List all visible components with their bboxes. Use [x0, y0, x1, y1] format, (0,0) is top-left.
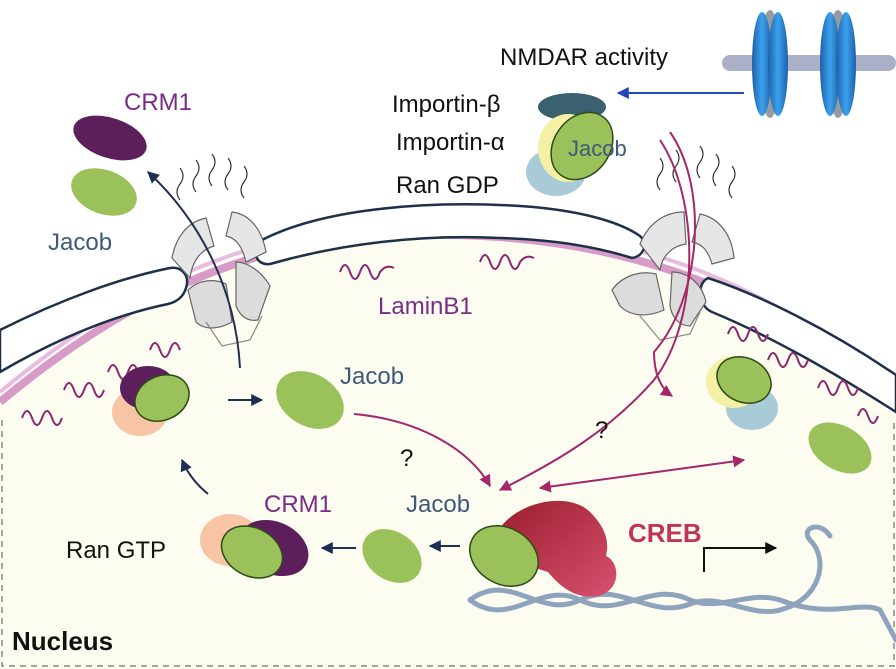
- jacob-to-creb-arrow: [353, 413, 491, 488]
- jacob-free-label: Jacob: [340, 363, 404, 390]
- jacob-import-protein: [550, 111, 614, 181]
- jacob-free-protein: [276, 371, 344, 429]
- export-arrow: [147, 171, 241, 369]
- importin-beta-label: Importin-β: [392, 91, 501, 118]
- nmdar-receptors: [722, 10, 896, 118]
- envelope-segment-right: [699, 276, 896, 414]
- jacob-creb-label: Jacob: [406, 491, 470, 518]
- jacob-exported-label: Jacob: [48, 229, 112, 256]
- crm1-binding-arrow: [180, 458, 209, 495]
- jacob-exported-protein: [71, 168, 137, 216]
- nucleus-label: Nucleus: [12, 626, 113, 656]
- crm1-bottom-label: CRM1: [264, 491, 332, 518]
- jacob-import-label: Jacob: [568, 136, 627, 161]
- membrane-bar: [722, 55, 896, 71]
- envelope-segment-left: [0, 266, 189, 374]
- importin-alpha-label: Importin-α: [396, 129, 505, 156]
- lamina-creb-exchange-arrow: [538, 455, 746, 493]
- creb-protein: [499, 500, 617, 597]
- jacob-laminar-protein: [808, 422, 872, 474]
- crm1-top-label: CRM1: [124, 89, 192, 116]
- question-mark-left: ?: [400, 445, 413, 472]
- export-complex-membrane: [112, 366, 190, 436]
- jacob-nuclear-protein: [362, 529, 422, 583]
- nmdar-activity-label: NMDAR activity: [500, 44, 668, 71]
- creb-label: CREB: [628, 518, 702, 548]
- nuclear-envelope: [0, 203, 896, 414]
- dna-helix: [467, 524, 896, 643]
- crm1-exported-protein: [73, 115, 147, 161]
- laminb1-label: LaminB1: [378, 293, 473, 320]
- question-mark-right: ?: [595, 417, 608, 444]
- import-arrow-lamina: [652, 131, 696, 397]
- ran-gdp-label: Ran GDP: [396, 172, 499, 199]
- nucleus-boundary: [1, 420, 895, 667]
- export-complex-ran-gtp: [200, 514, 309, 579]
- jacob-creb-protein: [469, 525, 539, 587]
- ran-gtp-label: Ran GTP: [66, 537, 166, 564]
- envelope-segment-center: [254, 203, 646, 266]
- transcription-start-arrow: [703, 542, 778, 572]
- laminb1-filaments: [21, 254, 879, 426]
- nuclear-pore-left: [171, 153, 271, 347]
- import-complex: [526, 93, 614, 196]
- import-complex-membrane: [706, 356, 778, 430]
